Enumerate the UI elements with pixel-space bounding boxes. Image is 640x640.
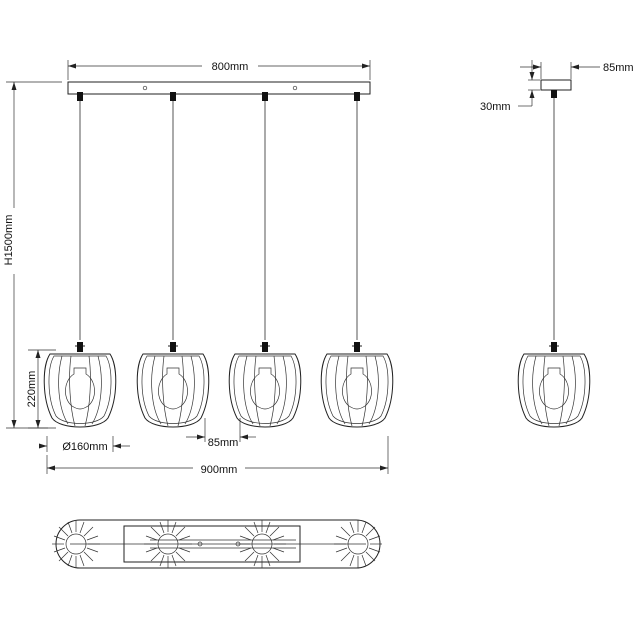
front-view: 800mm H1500mm [3, 58, 394, 476]
cord-2 [170, 92, 176, 340]
shade-height-label: 220mm [26, 371, 38, 408]
cord-1 [77, 92, 83, 340]
cord-4 [354, 92, 360, 340]
pendant-shade-1 [43, 341, 117, 428]
side-pendant-shade [517, 341, 591, 428]
total-height-label: H1500mm [3, 215, 15, 266]
canopy-depth-label: 30mm [480, 101, 511, 113]
spacing-label: 85mm [208, 437, 239, 449]
pendant-shade-2 [136, 341, 210, 428]
pendant-shade-3 [228, 341, 302, 428]
canopy-width-label: 85mm [603, 62, 634, 74]
side-view: 85mm 30mm [480, 60, 634, 428]
cord-3 [262, 92, 268, 340]
side-canopy [540, 79, 572, 91]
bottom-view [51, 519, 383, 569]
total-length-label: 900mm [201, 464, 238, 476]
pendant-shade-4 [320, 341, 394, 428]
canopy-bar [67, 81, 371, 95]
canopy-length-label: 800mm [212, 61, 249, 73]
shade-diameter-label: Ø160mm [62, 441, 107, 453]
